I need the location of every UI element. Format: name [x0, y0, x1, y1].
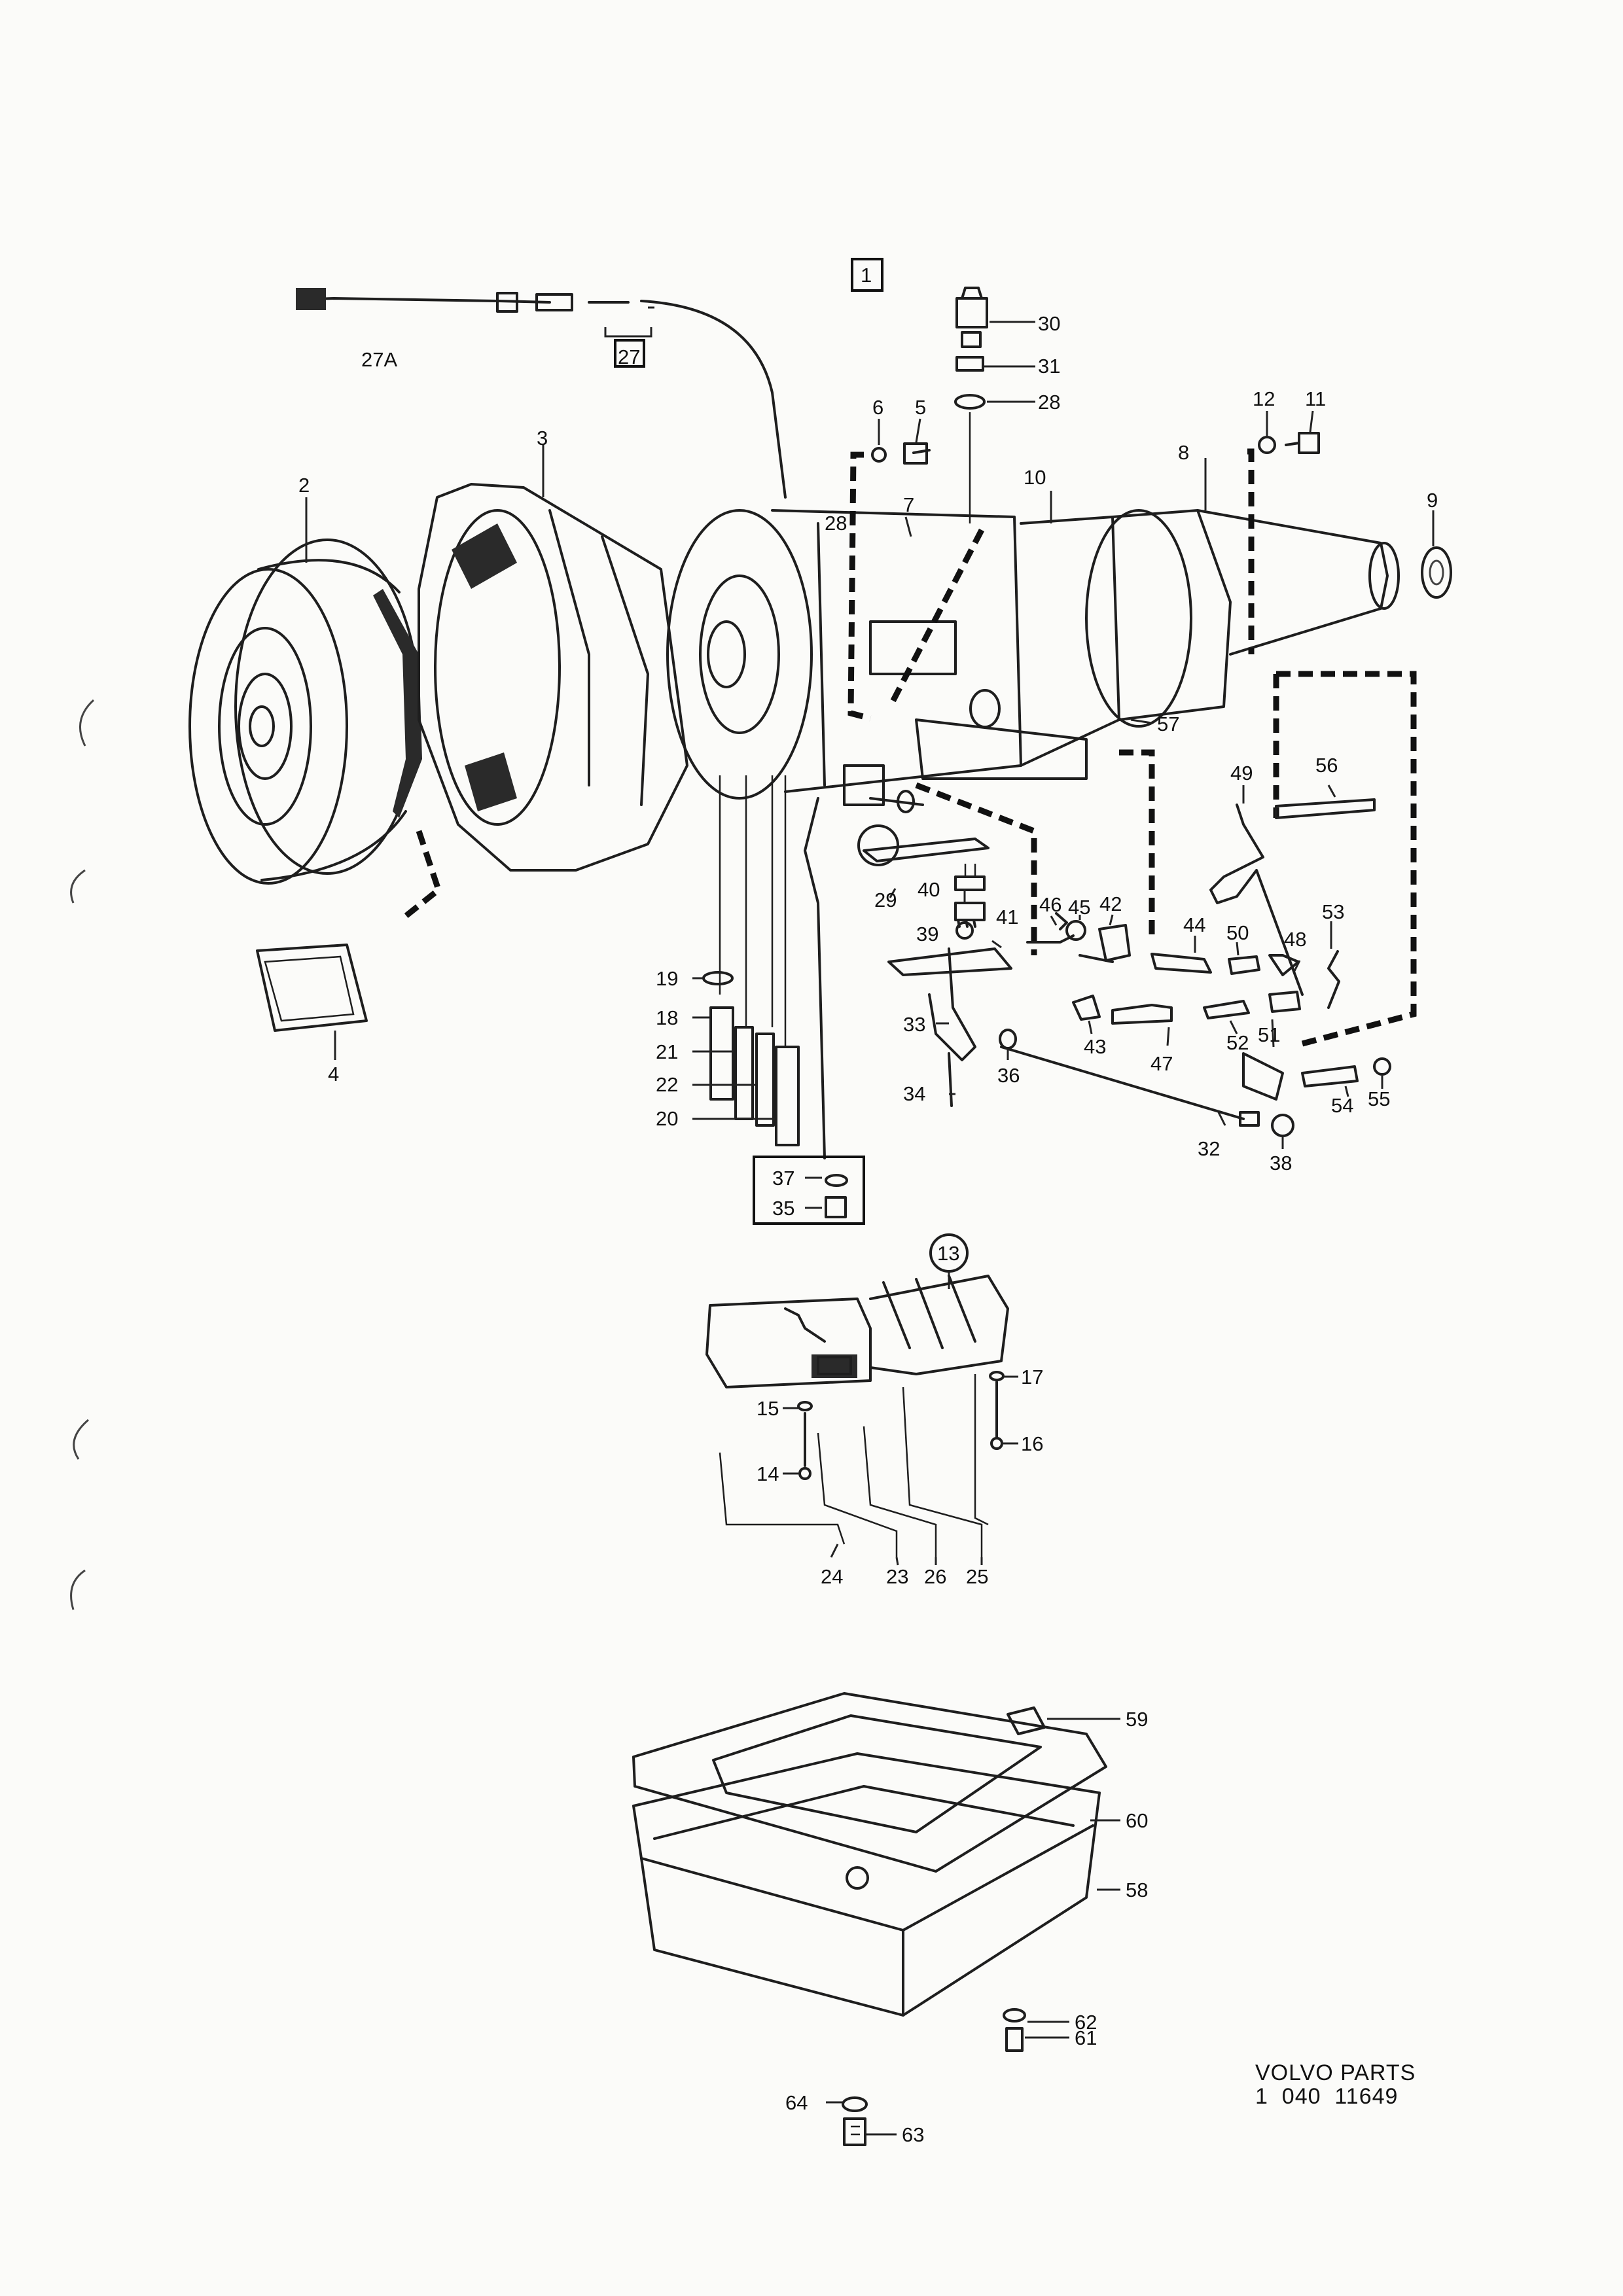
callout-63: 63 [902, 2123, 924, 2146]
callout-43: 43 [1084, 1035, 1106, 1058]
callout-57: 57 [1157, 713, 1179, 735]
callout-50: 50 [1226, 921, 1249, 944]
valve-body: 13 [705, 1233, 1018, 1566]
callout-16: 16 [1021, 1432, 1043, 1455]
callout-44: 44 [1183, 913, 1205, 936]
speedometer-cable [296, 288, 787, 499]
oil-pan [632, 1692, 1120, 2146]
callout-17: 17 [1021, 1366, 1043, 1388]
callout-52: 52 [1226, 1031, 1249, 1054]
fasteners-top [871, 410, 1320, 465]
callout-4: 4 [328, 1063, 339, 1086]
callout-49: 49 [1230, 762, 1253, 785]
callout-42: 42 [1099, 892, 1122, 915]
callout-19: 19 [656, 967, 678, 990]
tube-set [692, 775, 826, 1159]
callout-31: 31 [1038, 355, 1060, 378]
callout-32: 32 [1198, 1137, 1220, 1160]
callout-35: 35 [772, 1197, 794, 1220]
callout-24: 24 [821, 1565, 843, 1588]
callout-55: 55 [1368, 1087, 1390, 1110]
converter-housing [418, 445, 688, 872]
callout-51: 51 [1258, 1023, 1280, 1046]
group-number-box: 1 [851, 258, 883, 292]
callout-6: 6 [872, 396, 883, 419]
subgroup-number: 13 [937, 1242, 959, 1265]
callout-12: 12 [1253, 387, 1275, 410]
callout-9: 9 [1427, 489, 1438, 512]
callout-54: 54 [1331, 1094, 1353, 1117]
callout-28-mid: 28 [825, 512, 847, 535]
callout-26: 26 [924, 1565, 946, 1588]
reference-number: 1 040 11649 [1255, 2084, 1399, 2109]
callout-27a: 27A [361, 348, 397, 371]
callout-60: 60 [1126, 1809, 1148, 1832]
callout-21: 21 [656, 1040, 678, 1063]
callout-58: 58 [1126, 1879, 1148, 1901]
callout-2: 2 [298, 474, 310, 497]
transmission-case [666, 458, 1452, 813]
callout-15: 15 [757, 1397, 779, 1420]
callout-29: 29 [874, 889, 897, 911]
callout-18: 18 [656, 1006, 678, 1029]
callout-33: 33 [903, 1013, 925, 1036]
binder-holes [70, 699, 95, 1610]
sensor-assembly [954, 287, 1035, 523]
callout-11: 11 [1305, 387, 1326, 410]
callout-64: 64 [785, 2091, 808, 2114]
callout-45: 45 [1068, 896, 1090, 919]
callout-20: 20 [656, 1107, 678, 1130]
callout-27: 27 [618, 345, 640, 368]
callout-56: 56 [1315, 754, 1338, 777]
callout-39: 39 [916, 923, 938, 945]
callout-25: 25 [966, 1565, 988, 1588]
brand-text: VOLVO PARTS [1255, 2060, 1416, 2085]
callout-53: 53 [1322, 900, 1344, 923]
assembly-guides [404, 448, 1417, 1047]
callout-36: 36 [997, 1064, 1020, 1087]
callout-22: 22 [656, 1073, 678, 1096]
callout-41: 41 [996, 906, 1018, 928]
callout-8: 8 [1178, 441, 1189, 464]
callout-14: 14 [757, 1462, 779, 1485]
callout-labels: 27A 27 30 31 28 6 5 12 11 2 3 7 10 8 9 2… [298, 312, 1438, 2146]
group-number: 1 [861, 264, 872, 287]
callout-62: 62 [1075, 2011, 1097, 2034]
callout-46: 46 [1039, 893, 1061, 916]
catalog-footer: VOLVO PARTS 1 040 11649 [1255, 2061, 1416, 2108]
callout-59: 59 [1126, 1708, 1148, 1731]
callout-61: 61 [1075, 2026, 1097, 2049]
selector-linkage [857, 785, 1391, 1149]
callout-47: 47 [1150, 1052, 1173, 1075]
parts-box-37-35 [753, 1156, 865, 1225]
callout-34: 34 [903, 1082, 925, 1105]
torque-converter [188, 497, 422, 885]
callout-5: 5 [915, 396, 926, 419]
plate-4 [256, 944, 368, 1060]
callout-48: 48 [1284, 928, 1306, 951]
callout-3: 3 [537, 427, 548, 450]
callout-23: 23 [886, 1565, 908, 1588]
callout-38: 38 [1270, 1152, 1292, 1174]
callout-10: 10 [1024, 466, 1046, 489]
callout-40: 40 [918, 878, 940, 901]
callout-28-top: 28 [1038, 391, 1060, 414]
callout-30: 30 [1038, 312, 1060, 335]
callout-37: 37 [772, 1167, 794, 1190]
callout-7: 7 [903, 493, 914, 516]
